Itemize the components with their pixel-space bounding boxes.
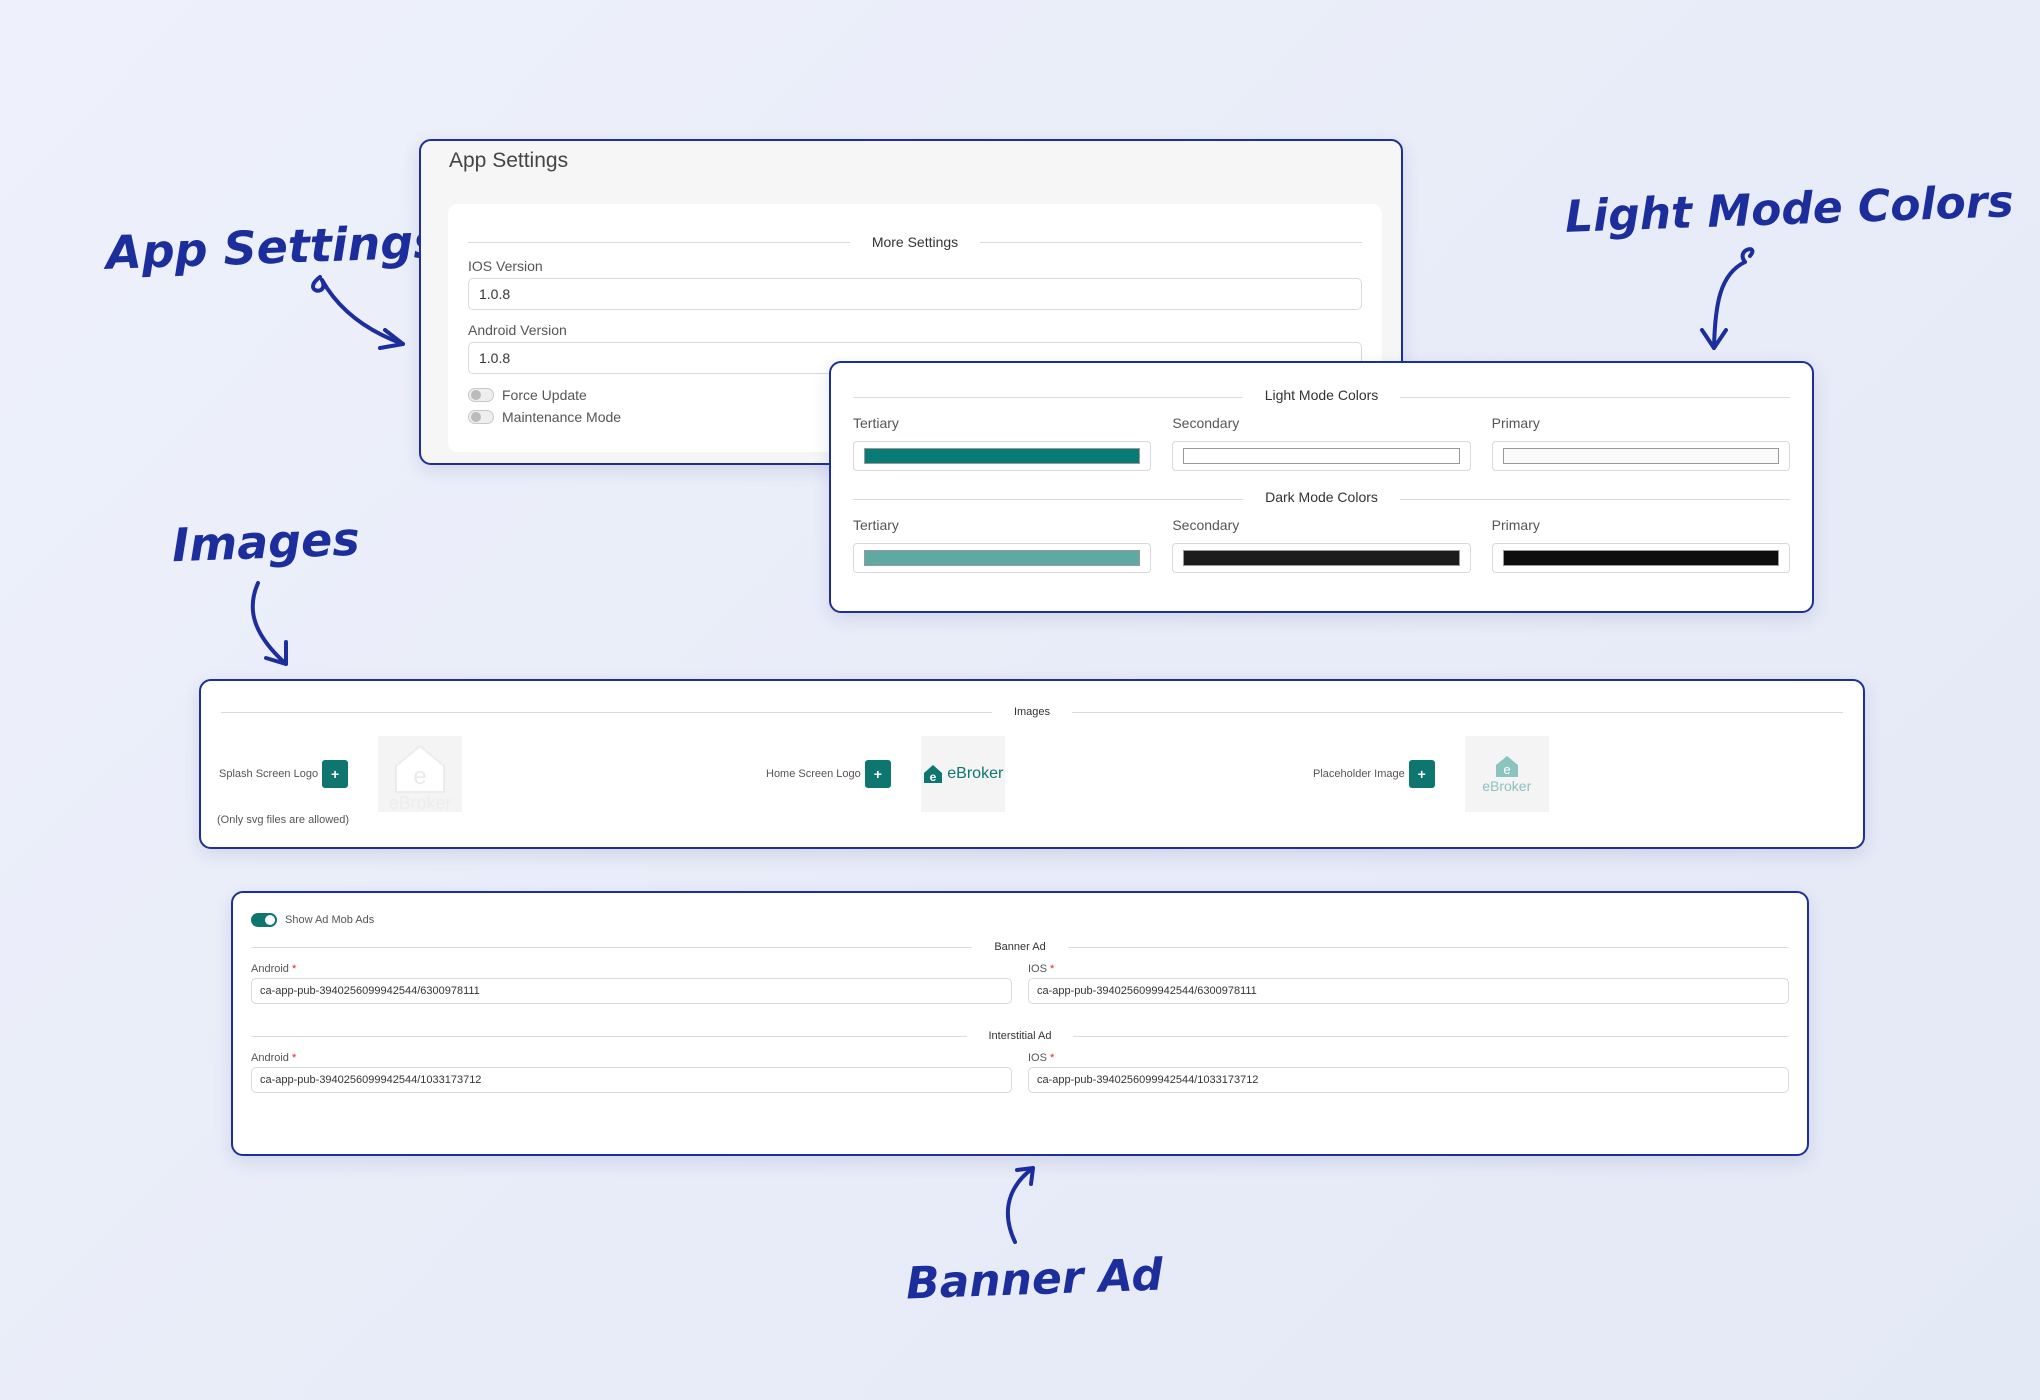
house-logo-icon: e bbox=[1495, 756, 1518, 777]
dark-primary-label: Primary bbox=[1491, 517, 1540, 533]
splash-logo-cell: Splash Screen Logo + e eBroker bbox=[219, 736, 463, 813]
dark-secondary-swatch bbox=[1183, 550, 1460, 566]
home-logo-text: eBroker bbox=[947, 765, 1004, 782]
dark-tertiary-label: Tertiary bbox=[853, 517, 899, 533]
splash-logo-text: eBroker bbox=[388, 793, 452, 813]
dark-mode-colors-title: Dark Mode Colors bbox=[853, 489, 1790, 509]
placeholder-image-upload-button[interactable]: + bbox=[1408, 760, 1435, 788]
light-primary-cell: Primary bbox=[1491, 415, 1790, 471]
light-secondary-picker[interactable] bbox=[1172, 441, 1471, 471]
dark-secondary-picker[interactable] bbox=[1172, 543, 1471, 573]
home-logo-label: Home Screen Logo bbox=[766, 768, 861, 780]
interstitial-ad-title: Interstitial Ad bbox=[251, 1030, 1789, 1042]
svg-files-note: (Only svg files are allowed) bbox=[217, 814, 350, 826]
placeholder-image-cell: Placeholder Image + e eBroker bbox=[1313, 736, 1549, 812]
home-logo-cell: Home Screen Logo + e eBroker bbox=[766, 736, 1005, 812]
light-secondary-label: Secondary bbox=[1172, 415, 1240, 431]
splash-logo-upload-button[interactable]: + bbox=[322, 760, 349, 788]
dark-primary-picker[interactable] bbox=[1491, 543, 1790, 573]
interstitial-ios-label: IOS * bbox=[1028, 1052, 1055, 1064]
splash-logo-preview: e eBroker bbox=[378, 736, 463, 813]
light-primary-picker[interactable] bbox=[1491, 441, 1790, 471]
light-mode-colors-title: Light Mode Colors bbox=[853, 387, 1790, 407]
dark-tertiary-swatch bbox=[864, 550, 1141, 566]
force-update-label: Force Update bbox=[502, 387, 587, 403]
colors-panel: Light Mode Colors Tertiary Secondary Pri… bbox=[829, 361, 1814, 613]
maintenance-mode-toggle[interactable] bbox=[468, 410, 494, 424]
light-tertiary-label: Tertiary bbox=[853, 415, 899, 431]
annotation-banner-ad: Banner Ad bbox=[905, 1249, 1164, 1310]
more-settings-title: More Settings bbox=[468, 234, 1362, 250]
annotation-app-settings: App Settings bbox=[105, 214, 442, 280]
dark-secondary-label: Secondary bbox=[1172, 517, 1240, 533]
arrow-light-mode-colors bbox=[1700, 247, 1755, 350]
arrow-banner-ad bbox=[1005, 1166, 1035, 1244]
light-tertiary-swatch bbox=[864, 448, 1141, 464]
dark-primary-cell: Primary bbox=[1491, 517, 1790, 573]
arrow-app-settings bbox=[311, 275, 405, 350]
interstitial-ad-row: Android * IOS * bbox=[251, 1052, 1789, 1093]
splash-logo-label: Splash Screen Logo bbox=[219, 768, 319, 780]
banner-ad-row: Android * IOS * bbox=[251, 963, 1789, 1004]
app-settings-panel: App Settings More Settings IOS Version A… bbox=[419, 139, 1403, 465]
annotation-images: Images bbox=[171, 511, 361, 573]
show-ads-label: Show Ad Mob Ads bbox=[285, 914, 375, 926]
ios-version-label: IOS Version bbox=[468, 258, 543, 274]
interstitial-android-input[interactable] bbox=[251, 1067, 1012, 1093]
maintenance-mode-label: Maintenance Mode bbox=[502, 409, 622, 425]
light-colors-row: Tertiary Secondary Primary bbox=[853, 415, 1790, 471]
banner-android-col: Android * bbox=[251, 963, 1012, 1004]
light-primary-swatch bbox=[1502, 448, 1779, 464]
placeholder-image-label: Placeholder Image bbox=[1313, 768, 1405, 780]
force-update-toggle[interactable] bbox=[468, 388, 494, 402]
ios-version-input[interactable] bbox=[468, 278, 1362, 310]
interstitial-android-col: Android * bbox=[251, 1052, 1012, 1093]
house-logo-icon: e bbox=[924, 765, 943, 784]
svg-text:e: e bbox=[413, 763, 426, 790]
force-update-row: Force Update bbox=[468, 386, 1362, 404]
light-secondary-swatch bbox=[1183, 448, 1460, 464]
images-title: Images bbox=[221, 706, 1843, 718]
house-logo-icon: e bbox=[395, 744, 446, 793]
home-logo-upload-button[interactable]: + bbox=[864, 760, 891, 788]
placeholder-logo-text: eBroker bbox=[1482, 778, 1532, 794]
images-panel: Images Splash Screen Logo + e eBroker (O… bbox=[199, 679, 1865, 849]
show-ads-row: Show Ad Mob Ads bbox=[251, 911, 1789, 929]
home-logo-preview: e eBroker bbox=[920, 736, 1005, 812]
dark-tertiary-cell: Tertiary bbox=[853, 517, 1152, 573]
banner-ios-label: IOS * bbox=[1028, 963, 1055, 975]
interstitial-ios-input[interactable] bbox=[1028, 1067, 1789, 1093]
banner-android-input[interactable] bbox=[251, 978, 1012, 1004]
android-version-label: Android Version bbox=[468, 322, 567, 338]
arrow-images bbox=[250, 581, 288, 666]
svg-text:e: e bbox=[930, 770, 937, 784]
light-primary-label: Primary bbox=[1491, 415, 1540, 431]
interstitial-ios-col: IOS * bbox=[1028, 1052, 1789, 1093]
light-secondary-cell: Secondary bbox=[1172, 415, 1471, 471]
page-title: App Settings bbox=[449, 149, 569, 172]
dark-colors-row: Tertiary Secondary Primary bbox=[853, 517, 1790, 573]
show-ads-toggle[interactable] bbox=[251, 913, 277, 927]
placeholder-image-preview: e eBroker bbox=[1464, 736, 1549, 812]
annotation-light-mode-colors: Light Mode Colors bbox=[1564, 176, 2015, 243]
banner-ios-input[interactable] bbox=[1028, 978, 1789, 1004]
banner-ios-col: IOS * bbox=[1028, 963, 1789, 1004]
light-tertiary-cell: Tertiary bbox=[853, 415, 1152, 471]
dark-primary-swatch bbox=[1502, 550, 1779, 566]
ads-panel: Show Ad Mob Ads Banner Ad Android * IOS … bbox=[231, 891, 1809, 1156]
interstitial-android-label: Android * bbox=[251, 1052, 297, 1064]
banner-ad-title: Banner Ad bbox=[251, 941, 1789, 953]
banner-android-label: Android * bbox=[251, 963, 297, 975]
dark-tertiary-picker[interactable] bbox=[853, 543, 1152, 573]
light-tertiary-picker[interactable] bbox=[853, 441, 1152, 471]
maintenance-mode-row: Maintenance Mode bbox=[468, 408, 1362, 426]
dark-secondary-cell: Secondary bbox=[1172, 517, 1471, 573]
svg-text:e: e bbox=[1503, 762, 1510, 777]
